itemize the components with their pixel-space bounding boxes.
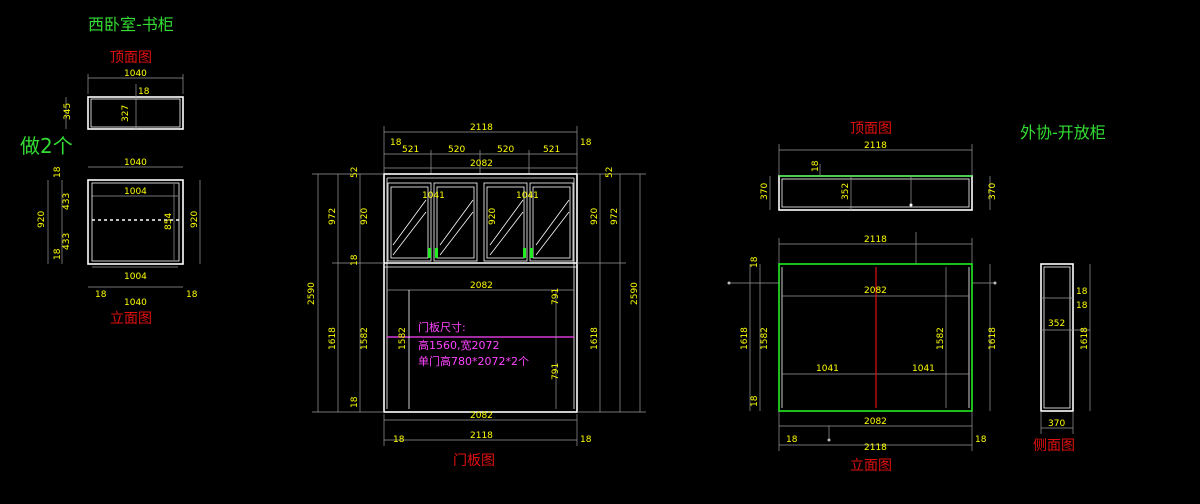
- dim-b-791-top: 791: [551, 288, 561, 305]
- right-elevation: [727, 232, 997, 451]
- dim-a-433-top: 433: [62, 193, 72, 210]
- dim-b-18-l2: 18: [350, 396, 360, 408]
- door-note-line1: 门板尺寸:: [418, 320, 466, 334]
- dim-c-top-370-r: 370: [988, 183, 998, 200]
- dim-d-352: 352: [1048, 319, 1065, 329]
- left-top-view: [65, 74, 184, 130]
- dim-c-el-1041-r: 1041: [912, 364, 935, 374]
- dim-a-el-h-left: 920: [37, 211, 47, 228]
- dim-c-el-1582-r: 1582: [936, 327, 946, 350]
- dim-c-top-18: 18: [811, 160, 821, 172]
- dim-b-2082-bot: 2082: [470, 411, 493, 421]
- door-panel-view-label: 门板图: [453, 453, 495, 469]
- make-two-label: 做2个: [20, 134, 73, 158]
- dim-b-1618-r: 1618: [590, 327, 600, 350]
- dim-b-2590-r: 2590: [630, 282, 640, 305]
- dim-b-18-br: 18: [580, 435, 592, 445]
- left-title: 西卧室-书柜: [88, 15, 174, 34]
- left-top-view-label: 顶面图: [110, 50, 152, 66]
- dim-b-2118-bot: 2118: [470, 431, 493, 441]
- dim-b-1618-l: 1618: [328, 327, 338, 350]
- dim-b-2590-l: 2590: [307, 282, 317, 305]
- dim-b-2118-top: 2118: [470, 123, 493, 133]
- dim-a-top-18: 18: [138, 87, 150, 97]
- dim-a-433-bot: 433: [62, 233, 72, 250]
- dim-b-1582-l: 1582: [360, 327, 370, 350]
- dim-d-1618: 1618: [1080, 327, 1090, 350]
- dim-d-18-a: 18: [1076, 287, 1088, 297]
- dim-a-854: 854: [164, 213, 174, 230]
- dim-b-52-l: 52: [350, 167, 360, 178]
- door-panel-drawing: [312, 126, 646, 446]
- door-note-line3: 单门高780*2072*2个: [418, 354, 529, 368]
- dim-c-el-18-lb: 18: [750, 395, 760, 407]
- left-elevation-label: 立面图: [110, 311, 152, 327]
- dim-b-18-l1: 18: [350, 254, 360, 266]
- dim-b-2082-top: 2082: [470, 159, 493, 169]
- dim-c-top-2118: 2118: [864, 141, 887, 151]
- dim-c-el-1618-r: 1618: [988, 327, 998, 350]
- dim-b-18-tr: 18: [580, 138, 592, 148]
- dim-c-el-2082-in: 2082: [864, 286, 887, 296]
- dim-a-top-w: 1040: [124, 69, 147, 79]
- dim-c-el-18-r: 18: [975, 435, 987, 445]
- dim-a-el-w-top: 1040: [124, 158, 147, 168]
- dim-b-920-l: 920: [360, 208, 370, 225]
- dim-c-top-352: 352: [841, 183, 851, 200]
- dim-b-520-a: 520: [448, 145, 465, 155]
- right-top-view-label: 顶面图: [850, 121, 892, 137]
- dim-c-el-1582-l: 1582: [760, 327, 770, 350]
- dim-a-top-h: 345: [63, 103, 73, 120]
- dim-b-2082-mid: 2082: [470, 281, 493, 291]
- dim-b-18-bl: 18: [393, 435, 405, 445]
- dim-b-920-c: 920: [488, 208, 498, 225]
- dim-a-el-h-right: 920: [190, 211, 200, 228]
- left-elevation: [47, 166, 201, 288]
- dim-b-972-r: 972: [610, 208, 620, 225]
- right-title: 外协-开放柜: [1020, 123, 1106, 142]
- door-note-line2: 高1560,宽2072: [418, 338, 500, 352]
- dim-a-18-c: 18: [95, 290, 107, 300]
- right-top-view: [769, 144, 991, 211]
- dim-b-52-r: 52: [605, 167, 615, 178]
- dim-d-370: 370: [1048, 419, 1065, 429]
- dim-b-521-r: 521: [543, 145, 560, 155]
- dim-b-972-l: 972: [328, 208, 338, 225]
- dim-b-520-b: 520: [497, 145, 514, 155]
- side-view: [1040, 263, 1091, 434]
- dim-b-920-r: 920: [590, 208, 600, 225]
- dim-a-18-b: 18: [53, 248, 63, 260]
- dim-a-18-a: 18: [53, 166, 63, 178]
- dim-a-top-inner: 327: [121, 105, 131, 122]
- dim-c-el-2118-bot: 2118: [864, 443, 887, 453]
- dim-b-1582-c: 1582: [398, 327, 408, 350]
- dim-c-el-1041-l: 1041: [816, 364, 839, 374]
- dim-b-1041-a: 1041: [422, 191, 445, 201]
- dim-c-el-2118-top: 2118: [864, 235, 887, 245]
- dim-b-521-l: 521: [402, 145, 419, 155]
- dim-c-el-18-l: 18: [786, 435, 798, 445]
- dim-c-el-2082-bot: 2082: [864, 417, 887, 427]
- dim-c-top-370-l: 370: [760, 183, 770, 200]
- right-elevation-label: 立面图: [850, 458, 892, 474]
- dim-a-18-d: 18: [186, 290, 198, 300]
- dim-b-1041-b: 1041: [516, 191, 539, 201]
- dim-a-el-inner-bot: 1004: [124, 272, 147, 282]
- side-view-label: 侧面图: [1033, 438, 1075, 454]
- dim-c-el-18-lt: 18: [750, 256, 760, 268]
- dim-a-el-inner-top: 1004: [124, 187, 147, 197]
- dim-b-18-tl: 18: [390, 138, 402, 148]
- dim-b-791-bot: 791: [551, 363, 561, 380]
- dim-d-18-b: 18: [1076, 301, 1088, 311]
- dim-a-el-w-bot: 1040: [124, 298, 147, 308]
- dim-c-el-1618-l: 1618: [740, 327, 750, 350]
